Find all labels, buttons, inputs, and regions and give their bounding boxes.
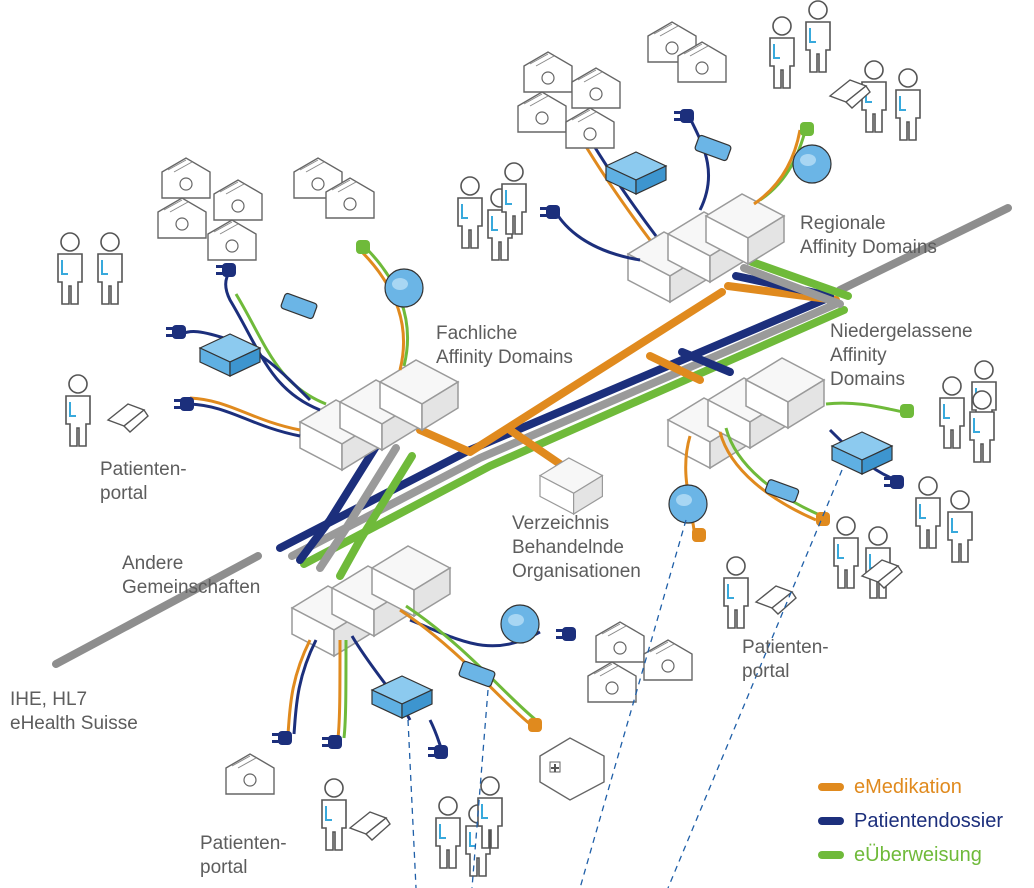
blue-devices (199, 134, 893, 719)
directory-box (539, 457, 604, 515)
legend-label-emedikation: eMedikation (854, 775, 962, 798)
server-cluster-regional (627, 193, 785, 303)
legend-item-euberweisung: eÜberweisung (818, 838, 1003, 872)
legend-item-emedikation: eMedikation (818, 770, 1003, 804)
standards-axis-lines (52, 204, 1012, 668)
legend-label-patientendossier: Patientendossier (854, 809, 1003, 832)
label-patientenportal-bottom: Patienten-portal (200, 833, 287, 878)
legend-swatch-navy (818, 817, 844, 825)
legend-swatch-orange (818, 783, 844, 791)
legend-label-euberweisung: eÜberweisung (854, 843, 982, 866)
server-cluster-fachliche (299, 359, 459, 471)
legend-item-patientendossier: Patientendossier (818, 804, 1003, 838)
label-patientenportal-right: Patienten-portal (742, 637, 829, 682)
plugs (166, 109, 914, 759)
backbone-bus (276, 258, 852, 580)
legend-swatch-green (818, 851, 844, 859)
server-cluster-andere (291, 545, 451, 657)
legend: eMedikation Patientendossier eÜberweisun… (818, 770, 1003, 872)
dashed-links (407, 469, 843, 888)
label-patientenportal-left: Patienten-portal (100, 459, 187, 504)
